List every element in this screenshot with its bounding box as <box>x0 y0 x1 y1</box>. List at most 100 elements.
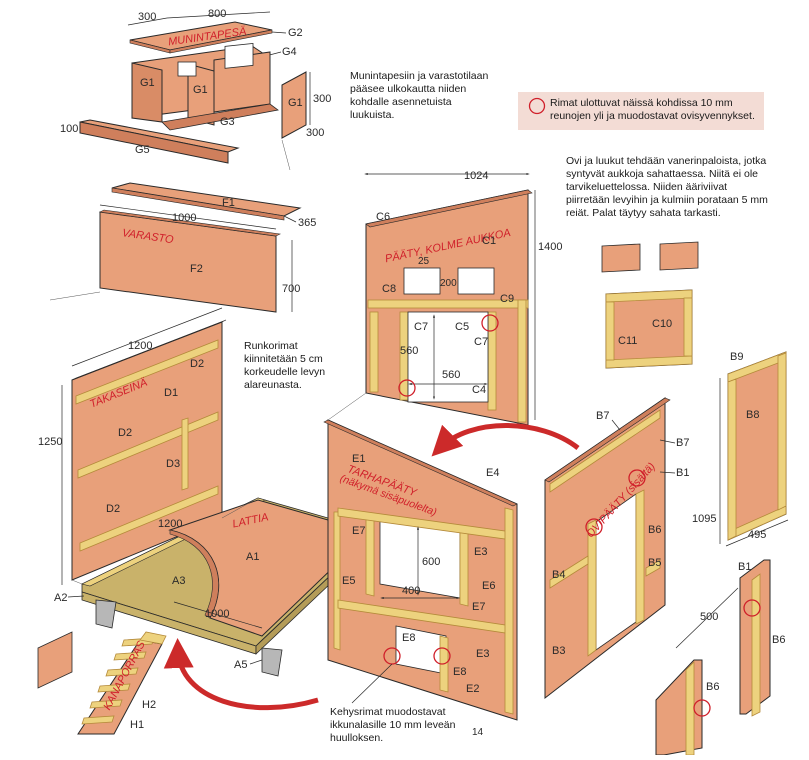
rebate-marker-detail-1 <box>743 599 761 617</box>
label-c5: C5 <box>455 321 469 333</box>
dim-1095: 1095 <box>692 513 716 525</box>
label-e3-b: E3 <box>476 648 489 660</box>
label-h1: H1 <box>130 719 144 731</box>
label-b1: B1 <box>676 467 689 479</box>
frame-note: Runkorimat kiinnitetään 5 cm korkeudelle… <box>244 340 326 391</box>
label-d2-mid: D2 <box>118 427 132 439</box>
label-b4: B4 <box>552 569 565 581</box>
detail-post-bottom <box>655 659 703 756</box>
dim-1250: 1250 <box>38 436 62 448</box>
label-d2-top: D2 <box>190 358 204 370</box>
label-c1: C1 <box>482 235 496 247</box>
vent-opening-right <box>457 267 495 295</box>
label-b7-a: B7 <box>596 410 609 422</box>
label-c8: C8 <box>382 283 396 295</box>
dim-1000-storage: 1000 <box>172 212 196 224</box>
legend-box <box>518 92 764 130</box>
rebate-marker-e-2 <box>433 647 451 665</box>
dim-1200-floor: 1200 <box>158 518 182 530</box>
hatch-piece-right <box>659 241 699 271</box>
footing-right <box>261 647 283 677</box>
label-c11: C11 <box>618 335 637 347</box>
label-h2: H2 <box>142 699 156 711</box>
door-opening-c <box>407 311 489 403</box>
run-end-group: TARHAPÄÄTY (näkymä sisäpuolelta) E1 E4 E… <box>323 419 518 738</box>
dim-365: 365 <box>298 217 316 229</box>
label-g3: G3 <box>220 116 235 128</box>
dim-25: 25 <box>418 256 430 267</box>
label-b3: B3 <box>552 645 565 657</box>
label-b6: B6 <box>648 524 661 536</box>
dim-100: 100 <box>60 123 78 135</box>
label-f1: F1 <box>222 197 235 209</box>
rebate-marker-c-1 <box>481 314 499 332</box>
storage-shelf-f1 <box>111 182 302 217</box>
dim-300-right: 300 <box>313 93 331 105</box>
dim-1200-back: 1200 <box>128 340 152 352</box>
label-e7-a: E7 <box>352 525 365 537</box>
nest-box-group: MUNINTAPESÄ G2 300 800 G4 G1 G1 G3 G1 30… <box>60 8 331 164</box>
guide-lines <box>49 139 367 585</box>
window-rebate-note: Kehysrimat muodostavat ikkunalasille 10 … <box>330 706 456 744</box>
label-e5: E5 <box>342 575 355 587</box>
label-b6-detail-a: B6 <box>772 634 785 646</box>
label-e2: E2 <box>466 683 479 695</box>
access-note: Munintapesiin ja varastotilaan pääsee ul… <box>350 70 489 121</box>
label-d2-bot: D2 <box>106 503 120 515</box>
label-c4: C4 <box>472 384 486 396</box>
assembly-arrow-top <box>431 423 580 457</box>
label-b7-b: B7 <box>676 437 689 449</box>
legend-circle-icon <box>528 97 546 115</box>
dim-14: 14 <box>472 727 484 738</box>
label-b8: B8 <box>746 409 759 421</box>
dim-500-detail: 500 <box>700 611 718 623</box>
label-e4: E4 <box>486 467 499 479</box>
label-g1-b: G1 <box>193 84 208 96</box>
rebate-marker-detail-2 <box>693 699 711 717</box>
assembly-arrow-bottom <box>163 638 319 711</box>
dim-700: 700 <box>282 283 300 295</box>
dim-300-top: 300 <box>138 11 156 23</box>
gable-three-windows-group: PÄÄTY, KOLME AUKKOA C6 C1 C8 C9 C7 C5 C7… <box>364 170 562 426</box>
label-g1-a: G1 <box>140 77 155 89</box>
label-b6-detail-b: B6 <box>706 681 719 693</box>
label-e8-b: E8 <box>453 666 466 678</box>
label-e1: E1 <box>352 453 365 465</box>
footing-left <box>95 599 117 629</box>
rebate-marker-b-2 <box>628 469 646 487</box>
label-d3: D3 <box>166 458 180 470</box>
ramp-group: KANAPORRAS H2 H1 <box>37 631 167 735</box>
label-a3: A3 <box>172 575 185 587</box>
dim-300-bottom: 300 <box>306 127 324 139</box>
label-g2: G2 <box>288 27 303 39</box>
dim-1000-floor: 1000 <box>205 608 229 620</box>
dim-495: 495 <box>748 529 766 541</box>
back-wall-group: TAKASEINÄ D2 D1 D2 D3 D2 1200 1250 <box>38 307 227 585</box>
dim-600: 600 <box>422 556 440 568</box>
dim-560-vertical: 560 <box>400 345 418 357</box>
label-e3-a: E3 <box>474 546 487 558</box>
door-end-group: OVIPÄÄTY (sisältä) B7 B7 B1 B6 B5 B4 B3 <box>544 397 689 700</box>
label-g1-c: G1 <box>288 97 303 109</box>
label-e7-b: E7 <box>472 601 485 613</box>
label-c7-b: C7 <box>474 336 488 348</box>
label-f2: F2 <box>190 263 203 275</box>
label-g5: G5 <box>135 144 150 156</box>
label-b1-detail: B1 <box>738 561 751 573</box>
storage-group: F1 365 VARASTO F2 1000 700 <box>98 182 316 313</box>
vent-opening-left <box>403 267 441 295</box>
rebate-marker-b-1 <box>585 518 603 536</box>
dim-400: 400 <box>402 585 420 597</box>
dim-200: 200 <box>440 278 457 289</box>
detail-group: B1 B6 B6 500 <box>655 559 785 756</box>
openings-note: Ovi ja luukut tehdään vanerinpaloista, j… <box>566 155 768 219</box>
door-group: B9 B8 1095 495 <box>692 351 789 547</box>
label-b9: B9 <box>730 351 743 363</box>
dim-800: 800 <box>208 8 226 20</box>
nest-side-right-g1 <box>281 71 307 139</box>
label-c7-a: C7 <box>414 321 428 333</box>
label-g4: G4 <box>282 46 297 58</box>
label-b5: B5 <box>648 557 661 569</box>
